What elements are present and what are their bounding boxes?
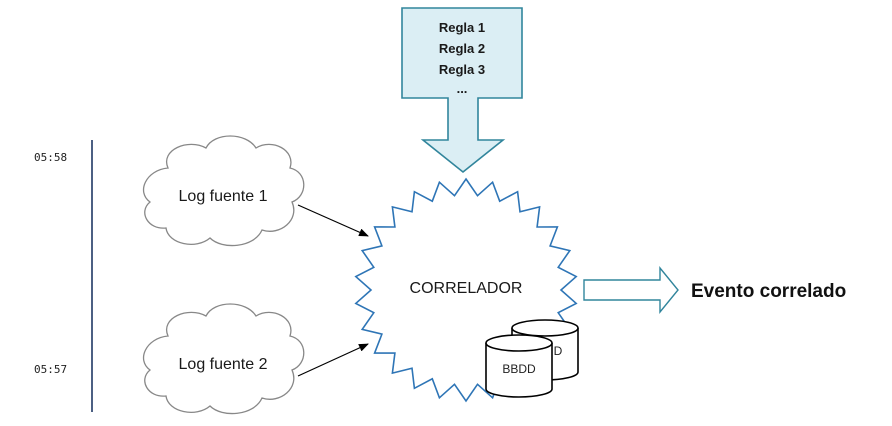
arrow-source-1	[297, 204, 369, 237]
source-cloud-1	[143, 135, 305, 247]
source-label-1: Log fuente 1	[179, 188, 268, 205]
source-label-2: Log fuente 2	[179, 356, 268, 373]
timeline-bottom-time: 05:57	[34, 363, 67, 376]
database-front-label: BBDD	[502, 362, 536, 376]
rule-ellipsis: ...	[457, 81, 468, 96]
timeline-top-time: 05:58	[34, 151, 67, 164]
rules-callout-box	[401, 7, 523, 174]
database-back-label: D	[554, 344, 563, 358]
output-arrow	[583, 266, 679, 314]
rule-1: Regla 1	[439, 20, 485, 35]
output-label: Evento correlado	[691, 281, 846, 302]
database-front: BBDD	[485, 334, 553, 398]
arrow-source-2	[297, 343, 369, 377]
rule-2: Regla 2	[439, 41, 485, 56]
correlator-label: CORRELADOR	[410, 280, 523, 297]
source-cloud-2	[143, 303, 305, 415]
rule-3: Regla 3	[439, 62, 485, 77]
